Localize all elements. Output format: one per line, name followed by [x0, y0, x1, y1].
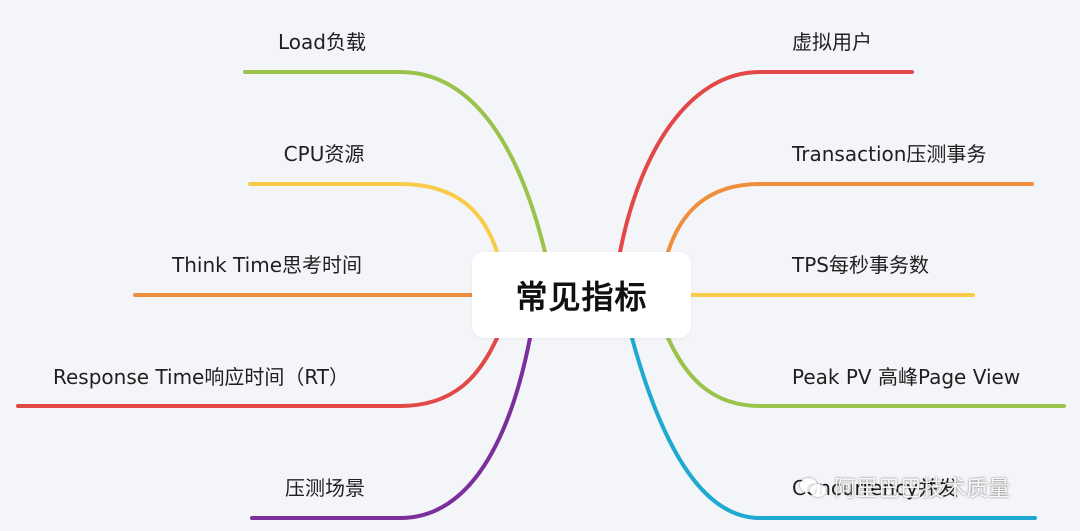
connector-right-1: [618, 70, 914, 254]
connector-right-5: [630, 336, 1037, 520]
wechat-icon: [800, 476, 828, 498]
branch-label-tps: TPS每秒事务数: [792, 253, 929, 277]
branch-label-transaction: Transaction压测事务: [792, 142, 987, 166]
connector-right-2: [666, 182, 1034, 254]
branch-label-peak-pv: Peak PV 高峰Page View: [792, 365, 1021, 389]
connector-right-4: [666, 336, 1066, 408]
branch-label-response-time: Response Time响应时间（RT）: [52, 365, 350, 389]
branch-label-think-time: Think Time思考时间: [171, 253, 363, 277]
connector-left-4: [16, 336, 499, 408]
watermark-text: 阿里巴巴技术质量: [834, 477, 1011, 502]
watermark: 阿里巴巴技术质量: [800, 472, 1060, 502]
branch-label-load: Load负载: [278, 30, 366, 54]
center-node: 常见指标: [472, 252, 691, 338]
connector-left-2: [248, 182, 499, 254]
branch-label-scenario: 压测场景: [285, 476, 365, 500]
connector-left-5: [250, 336, 532, 520]
center-node-label: 常见指标: [515, 278, 648, 316]
connector-left-1: [243, 70, 547, 254]
branch-label-cpu: CPU资源: [283, 142, 365, 166]
branch-label-virtual-users: 虚拟用户: [792, 30, 872, 54]
